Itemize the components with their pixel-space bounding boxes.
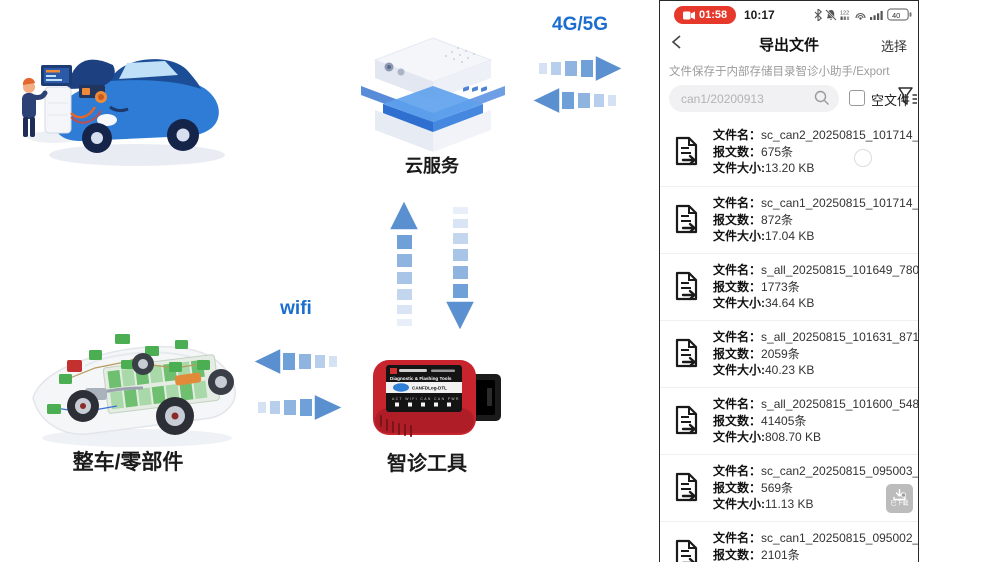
page-title: 导出文件 — [758, 37, 819, 54]
link-4g5g-label: 4G/5G — [552, 14, 608, 35]
message-count: 569条 — [761, 480, 794, 495]
bluetooth-icon — [814, 8, 822, 21]
obd-tool-illustration: Diagnostic & Flashing Tools CANFDLog-DTL… — [371, 350, 507, 451]
message-count: 872条 — [761, 212, 794, 227]
file-size: 17.04 KB — [765, 229, 815, 243]
file-item[interactable]: 文件名：sc_can2_20250815_095003_741.bin 报文数：… — [660, 454, 918, 521]
battery-icon: 40 — [887, 8, 912, 21]
downloaded-badge-text: 已下载 — [890, 501, 909, 507]
download-icon — [893, 489, 906, 501]
message-count: 1773条 — [761, 279, 800, 294]
file-name: s_all_20250815_101649_780.bin — [761, 263, 919, 277]
message-count: 2101条 — [761, 547, 800, 562]
back-button[interactable] — [670, 34, 684, 50]
file-size: 808.70 KB — [765, 430, 822, 444]
file-name: sc_can2_20250815_095003_741.bin — [761, 464, 919, 478]
car-service-illustration — [15, 25, 230, 178]
obd-led-labels: ACT WIFI CAN CAN PWR — [392, 397, 460, 401]
hotspot-icon — [855, 12, 866, 20]
obd-line2-text: Diagnostic & Flashing Tools — [390, 376, 452, 381]
file-name: sc_can2_20250815_101714_433.bin — [761, 128, 919, 142]
tool-label: 智诊工具 — [387, 453, 467, 475]
selection-circle[interactable] — [854, 149, 872, 167]
file-item[interactable]: 文件名：s_all_20250815_101600_548.bin 报文数：41… — [660, 387, 918, 454]
file-size: 11.13 KB — [765, 497, 814, 511]
search-box[interactable] — [669, 85, 839, 112]
export-file-icon — [675, 271, 698, 301]
export-file-icon — [675, 405, 698, 435]
arrow-4g5g-right — [537, 53, 625, 90]
empty-file-label: 空文件 — [871, 93, 911, 108]
search-input[interactable] — [681, 85, 811, 112]
mute-bell-icon — [825, 8, 837, 21]
empty-file-checkbox[interactable] — [849, 90, 865, 106]
cloud-label: 云服务 — [405, 156, 459, 176]
phone-screenshot: 01:58 10:17 122 — [659, 0, 919, 562]
signal-bars-icon — [870, 10, 883, 20]
file-list: 文件名：sc_can2_20250815_101714_433.bin 报文数：… — [660, 119, 918, 562]
storage-path-note: 文件保存于内部存储目录智诊小助手/Export — [669, 66, 890, 78]
arrow-4g5g-left — [528, 85, 620, 122]
file-size: 34.64 KB — [765, 296, 815, 310]
file-name: s_all_20250815_101631_871.bin — [761, 330, 919, 344]
filter-icon[interactable] — [898, 86, 918, 108]
export-file-icon — [675, 136, 698, 166]
file-name: s_all_20250815_101600_548.bin — [761, 397, 919, 411]
vehicle-label: 整车/零部件 — [72, 451, 184, 474]
export-file-icon — [675, 539, 698, 562]
svg-text:122: 122 — [840, 10, 849, 16]
vehicle-chassis-illustration — [25, 322, 243, 455]
file-name: sc_can1_20250815_095002_932.bin — [761, 531, 919, 545]
message-count: 41405条 — [761, 413, 807, 428]
file-size: 40.23 KB — [765, 363, 815, 377]
obd-model-text: CANFDLog-DTL — [412, 386, 447, 391]
export-file-icon — [675, 204, 698, 234]
recording-time: 01:58 — [699, 9, 728, 21]
file-item[interactable]: 文件名：sc_can1_20250815_095002_932.bin 报文数：… — [660, 521, 918, 562]
select-button[interactable]: 选择 — [880, 39, 907, 54]
file-size: 13.20 KB — [765, 161, 815, 175]
arrow-down-to-tool — [442, 203, 478, 340]
link-wifi-label: wifi — [280, 298, 312, 319]
cloud-server-illustration — [358, 34, 508, 159]
arrow-wifi-right — [256, 392, 346, 429]
battery-percent: 40 — [892, 11, 900, 20]
search-icon — [814, 90, 829, 105]
file-item[interactable]: 文件名：s_all_20250815_101631_871.bin 报文数：20… — [660, 320, 918, 387]
file-item[interactable]: 文件名：sc_can2_20250815_101714_433.bin 报文数：… — [660, 119, 918, 186]
arrow-up-to-cloud — [386, 198, 422, 333]
status-bar: 01:58 10:17 122 — [660, 5, 918, 27]
file-item[interactable]: 文件名：sc_can1_20250815_101714_433.bin 报文数：… — [660, 186, 918, 253]
message-count: 675条 — [761, 144, 794, 159]
message-count: 2059条 — [761, 346, 800, 361]
recording-indicator[interactable]: 01:58 — [674, 6, 737, 24]
arrow-wifi-left — [250, 346, 340, 382]
file-name: sc_can1_20250815_101714_433.bin — [761, 196, 919, 210]
status-clock: 10:17 — [744, 8, 775, 22]
export-file-icon — [675, 472, 698, 502]
file-item[interactable]: 文件名：s_all_20250815_101649_780.bin 报文数：17… — [660, 253, 918, 320]
downloaded-badge: 已下载 — [886, 484, 913, 513]
export-file-icon — [675, 338, 698, 368]
dual-sim-volte-icon: 122 — [840, 10, 849, 20]
video-camera-icon — [683, 11, 695, 19]
